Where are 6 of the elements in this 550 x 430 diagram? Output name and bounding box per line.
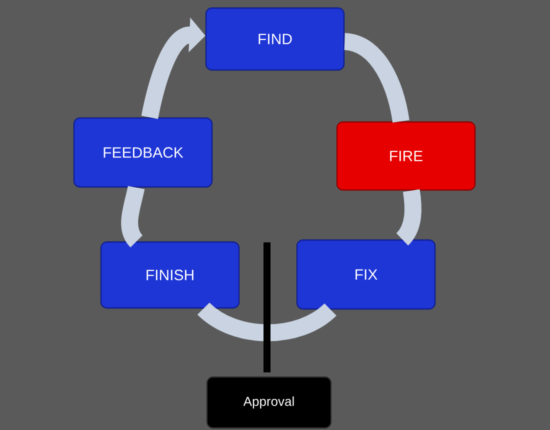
step-box: FIX xyxy=(296,239,436,310)
step-box: FIND xyxy=(205,7,345,71)
step-box: FEEDBACK xyxy=(73,117,213,188)
approval-box: Approval xyxy=(206,376,332,429)
step-box: FIRE xyxy=(336,121,476,191)
step-box: FINISH xyxy=(100,241,240,309)
